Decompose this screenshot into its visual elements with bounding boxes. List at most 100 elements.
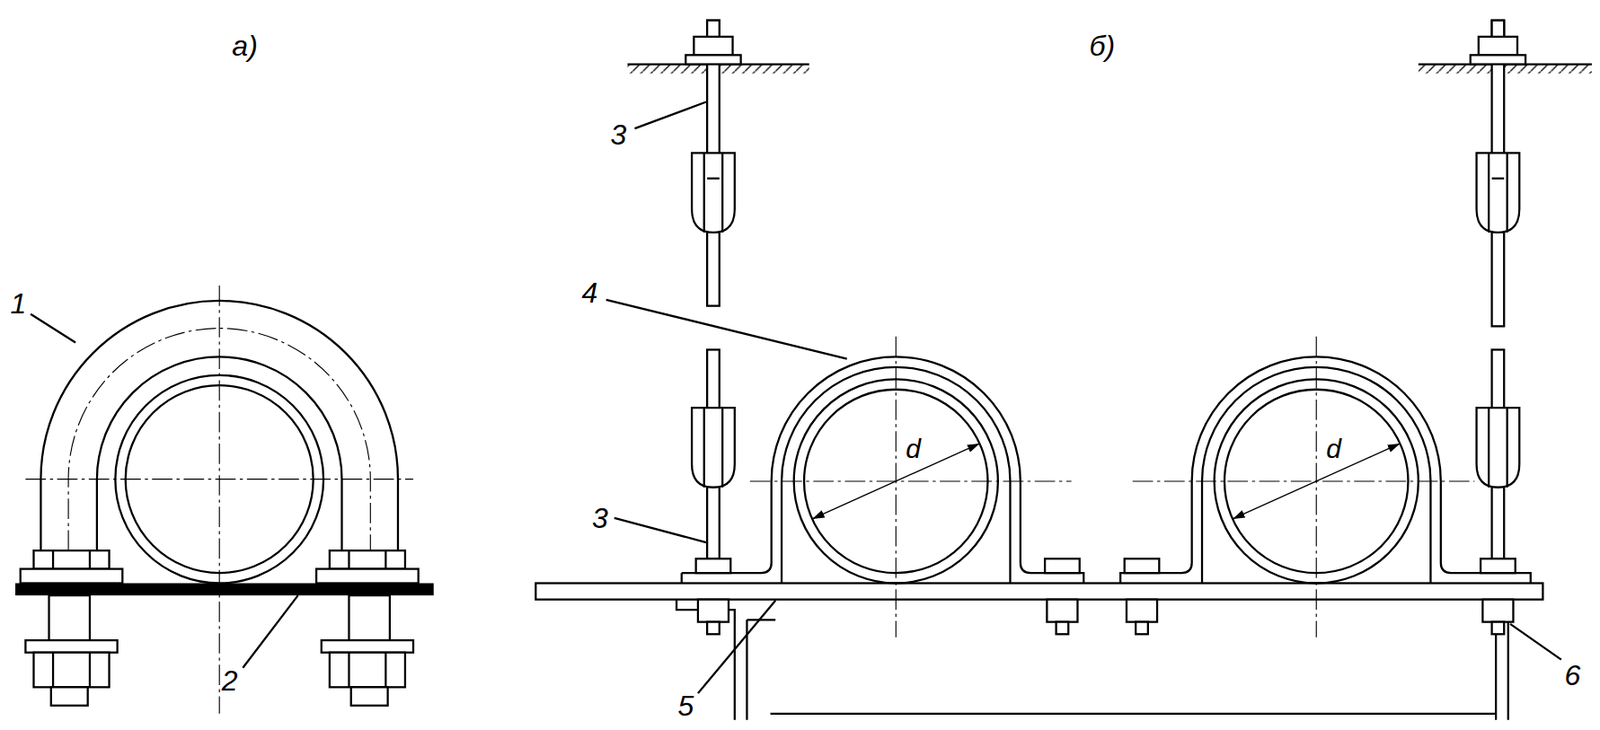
- clevis: [691, 407, 735, 488]
- pipe-inner: [804, 389, 988, 574]
- bolt-end: [1492, 622, 1505, 636]
- callout-number: 4: [580, 277, 601, 309]
- nut-face: [88, 653, 91, 689]
- nut: [33, 550, 109, 569]
- bolt-shank: [348, 595, 389, 641]
- bolt-hardware: [316, 550, 419, 707]
- leader-line: [606, 300, 848, 360]
- clamp-strap: [1202, 367, 1431, 584]
- lower-hanger: [1476, 349, 1521, 635]
- view-marker: б): [1087, 30, 1117, 62]
- leader-line: [634, 102, 707, 130]
- bolt-end: [1492, 20, 1505, 37]
- bolt-shank: [49, 595, 90, 641]
- base-plate: [535, 583, 1543, 600]
- upper-hanger: [634, 20, 741, 307]
- nut-face: [347, 550, 350, 569]
- callout-number: 6: [1562, 660, 1583, 691]
- nut-face: [347, 653, 350, 689]
- washer: [316, 569, 419, 584]
- clevis-slot: [1506, 152, 1509, 233]
- callout-number: 1: [8, 288, 29, 319]
- washer: [685, 54, 741, 64]
- callout-number: 3: [590, 503, 610, 534]
- nut-face: [384, 550, 387, 569]
- pipe-outer: [1214, 379, 1419, 584]
- support-channel: [676, 600, 1509, 721]
- nut: [329, 653, 406, 689]
- nut: [1126, 600, 1158, 623]
- u-bolt-clamp: [15, 285, 434, 715]
- nut: [1124, 558, 1160, 574]
- clevis-slot: [1506, 407, 1509, 488]
- dimension-line: [812, 443, 980, 520]
- nut: [1044, 558, 1080, 574]
- view-marker: а): [229, 30, 259, 62]
- clevis: [691, 152, 735, 233]
- pipe-inner: [1224, 389, 1408, 574]
- center-line: [1132, 480, 1476, 482]
- bolt-hardware: [20, 550, 124, 707]
- callout-number: 5: [675, 690, 696, 722]
- clevis-slot: [703, 407, 706, 488]
- clamp-strap: [1120, 356, 1531, 584]
- bolt-end: [351, 687, 389, 706]
- clevis-pin: [707, 177, 720, 180]
- double-pipe-clamp: [535, 20, 1592, 721]
- u-bolt-outer: [40, 300, 398, 551]
- leader-line: [698, 601, 776, 694]
- pipe-outer: [794, 379, 999, 584]
- bolt-end: [1135, 622, 1149, 636]
- bolt-end: [707, 622, 720, 636]
- center-line: [895, 336, 897, 638]
- bolt-end: [707, 20, 720, 37]
- leader-line: [242, 595, 298, 669]
- nut-face: [52, 550, 54, 569]
- center-line: [219, 285, 221, 715]
- dimension-label: d: [903, 434, 923, 464]
- nut-face: [384, 653, 387, 689]
- washer: [321, 640, 414, 654]
- dimension-line: [1232, 443, 1400, 520]
- clevis-slot: [1487, 152, 1490, 233]
- callout-number: 2: [220, 665, 240, 697]
- nut: [1482, 600, 1513, 623]
- bolt-end: [1056, 622, 1070, 636]
- center-line: [1316, 336, 1318, 638]
- nut: [1046, 600, 1078, 623]
- clevis: [1476, 152, 1521, 233]
- leader-line: [614, 518, 707, 543]
- clevis-pin: [1492, 177, 1505, 180]
- middle-bolt: [1044, 558, 1159, 635]
- clevis-slot: [721, 407, 724, 488]
- clevis-slot: [721, 152, 724, 233]
- nut: [1480, 558, 1516, 574]
- washer: [20, 569, 124, 584]
- leader-line: [1510, 624, 1562, 661]
- center-line: [750, 480, 1072, 482]
- nut: [1478, 36, 1518, 55]
- washer: [1470, 54, 1526, 64]
- nut: [693, 36, 733, 55]
- clamp-strap: [681, 367, 1011, 584]
- leader-line: [30, 314, 76, 344]
- pipe-inner: [125, 385, 314, 574]
- nut: [698, 600, 729, 623]
- nut-face: [52, 653, 54, 689]
- lower-hanger: [691, 349, 735, 635]
- clevis-slot: [1487, 407, 1490, 488]
- pipe-outer: [114, 375, 324, 584]
- upper-hanger: [1470, 20, 1526, 328]
- u-bolt-axis: [68, 328, 371, 552]
- nut-face: [88, 550, 91, 569]
- nut: [696, 558, 732, 574]
- u-bolt-inner: [97, 356, 343, 551]
- bolt-end: [51, 687, 89, 706]
- nut: [33, 653, 109, 689]
- washer: [25, 640, 117, 654]
- clevis-slot: [703, 152, 706, 233]
- nut: [329, 550, 406, 569]
- clevis: [1476, 407, 1521, 488]
